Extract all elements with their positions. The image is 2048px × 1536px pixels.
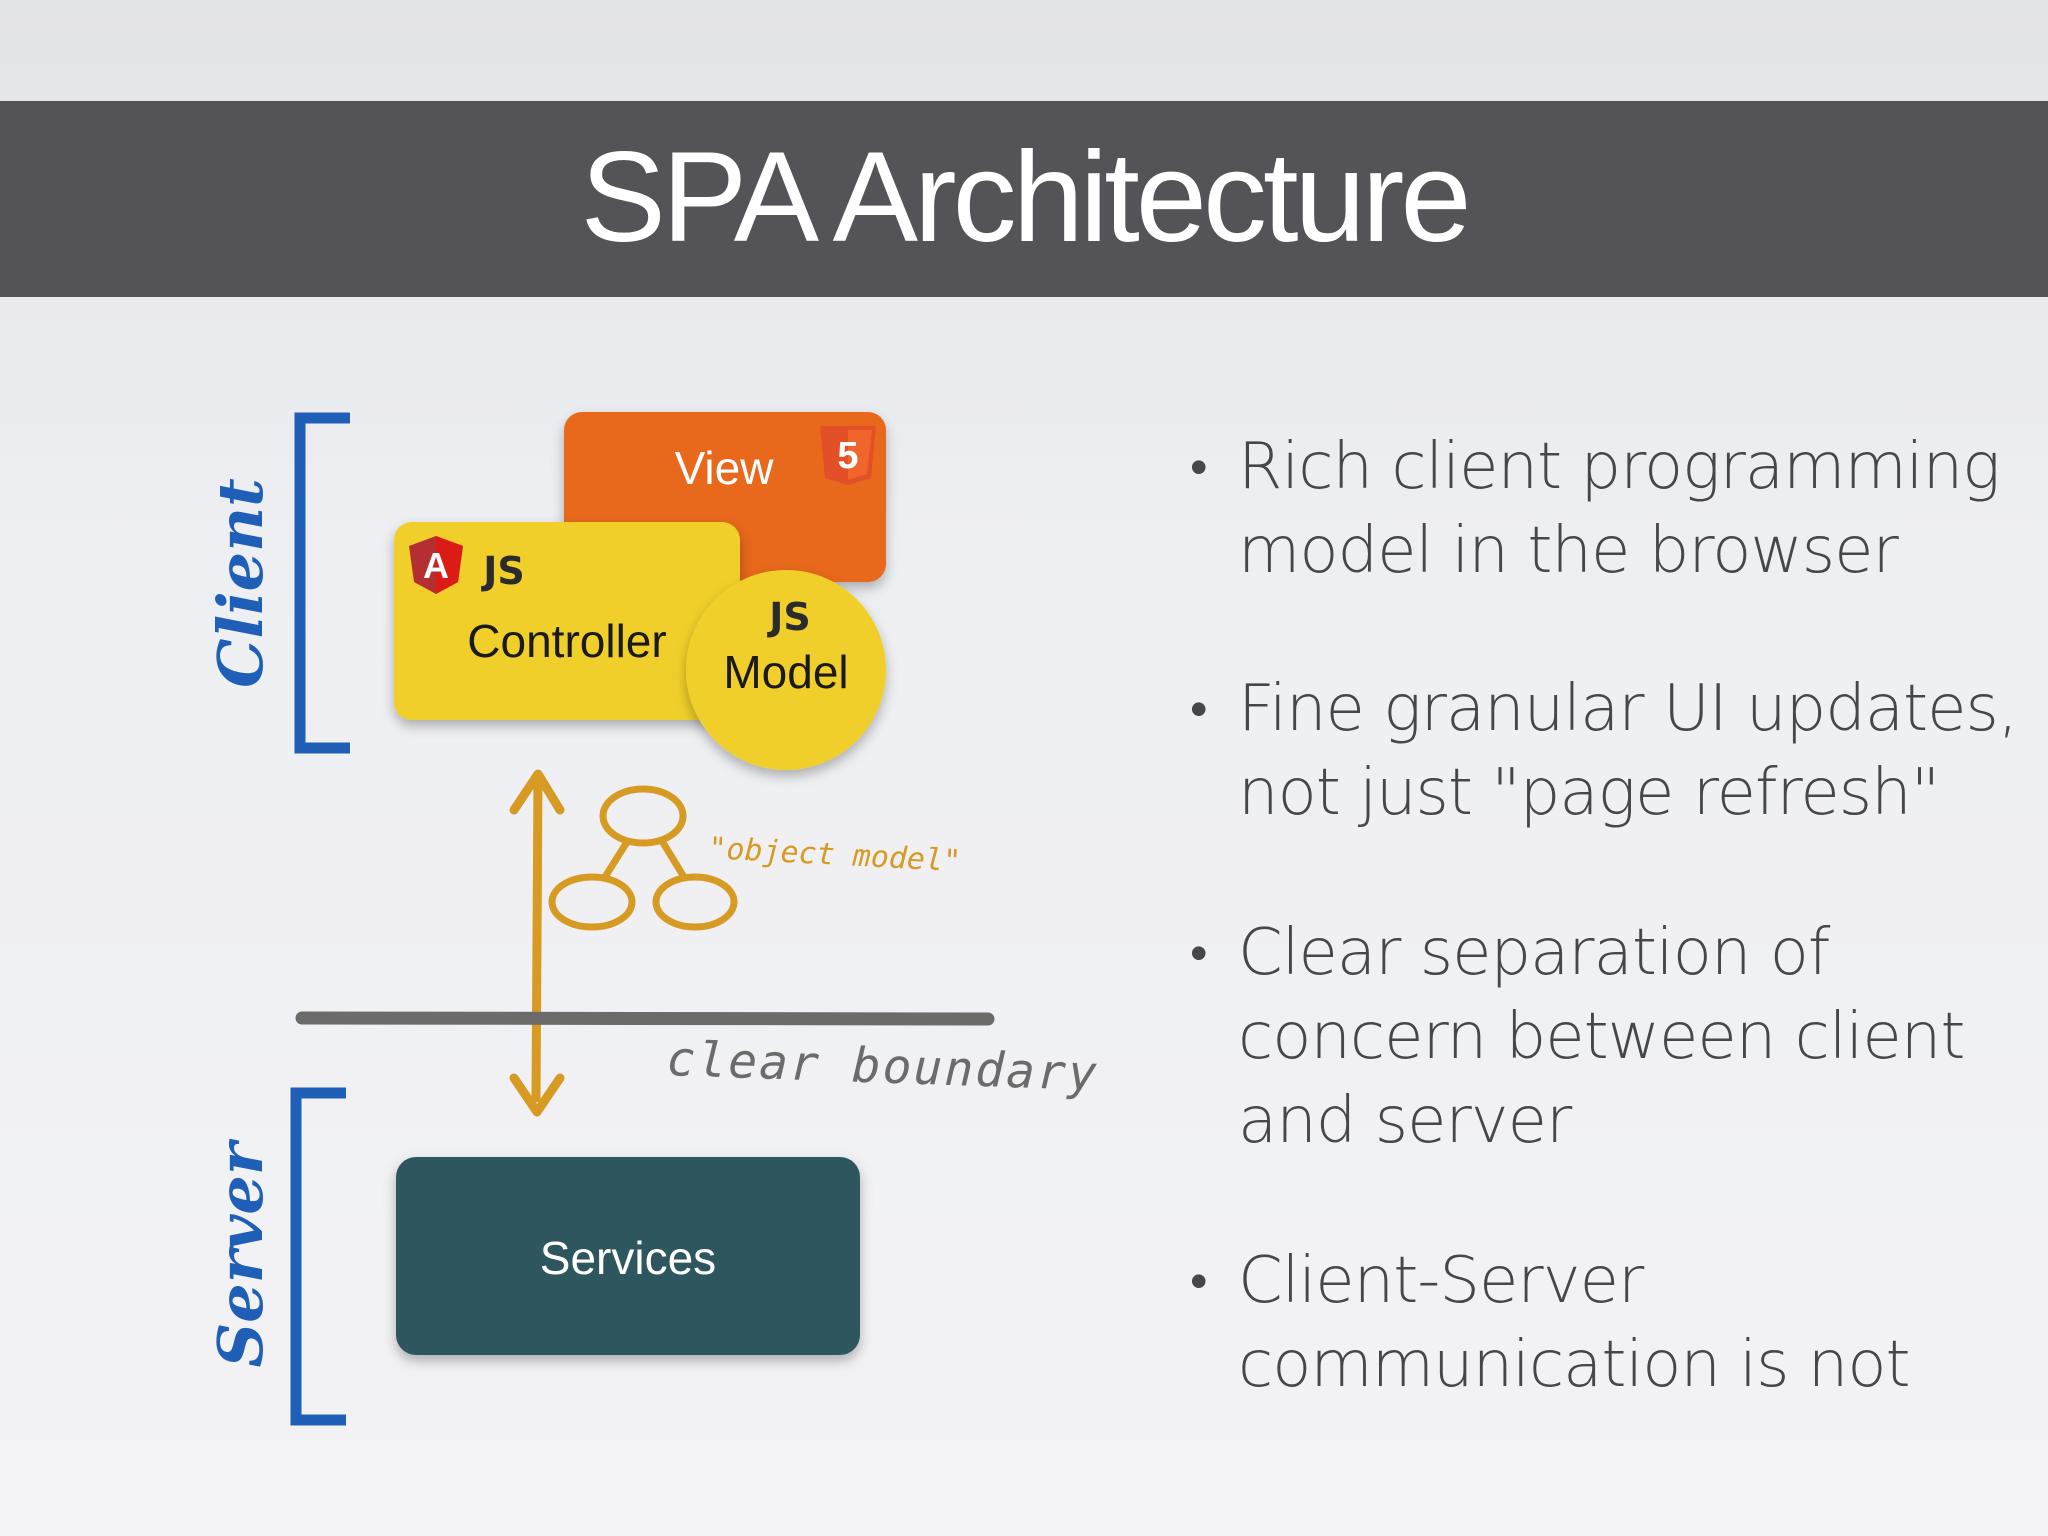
services-box: [396, 1157, 860, 1355]
boundary-line: [295, 1011, 995, 1026]
server-bracket: [290, 1087, 346, 1426]
model-label: Model: [723, 646, 848, 698]
bullet-item: • Fine granular UI updates, not just "pa…: [1190, 667, 2020, 835]
title-bar: [0, 101, 2048, 297]
client-label: Client: [204, 478, 277, 688]
bullet-item: • Client-Server communication is not: [1190, 1239, 2020, 1407]
controller-label: Controller: [467, 615, 666, 667]
html5-icon: 5: [820, 426, 876, 485]
model-circle: [686, 570, 886, 770]
controller-box: [394, 522, 740, 720]
client-bracket: [294, 412, 350, 754]
bullet-dot: •: [1190, 680, 1207, 738]
double-arrow: [509, 769, 565, 1117]
model-js-badge: JS: [766, 595, 811, 639]
object-model-sketch: [548, 785, 738, 931]
bullet-dot: •: [1190, 924, 1207, 982]
server-label: Server: [204, 1138, 277, 1367]
bullet-item: • Clear separation of concern between cl…: [1190, 911, 2020, 1163]
boundary-label: clear boundary: [666, 1031, 1100, 1102]
slide-title: SPA Architecture: [580, 126, 1472, 269]
bullet-dot: •: [1190, 1252, 1207, 1310]
object-model-note: "object model": [708, 831, 962, 879]
bullet-list: • Rich client programming model in the b…: [1190, 425, 2020, 1483]
svg-text:A: A: [423, 545, 449, 586]
services-label: Services: [540, 1232, 716, 1284]
svg-text:5: 5: [837, 435, 858, 477]
bullet-item: • Rich client programming model in the b…: [1190, 425, 2020, 593]
view-label: View: [675, 442, 775, 494]
controller-js-badge: JS: [480, 549, 525, 593]
angular-icon: A: [409, 536, 463, 594]
bullet-dot: •: [1190, 438, 1207, 496]
